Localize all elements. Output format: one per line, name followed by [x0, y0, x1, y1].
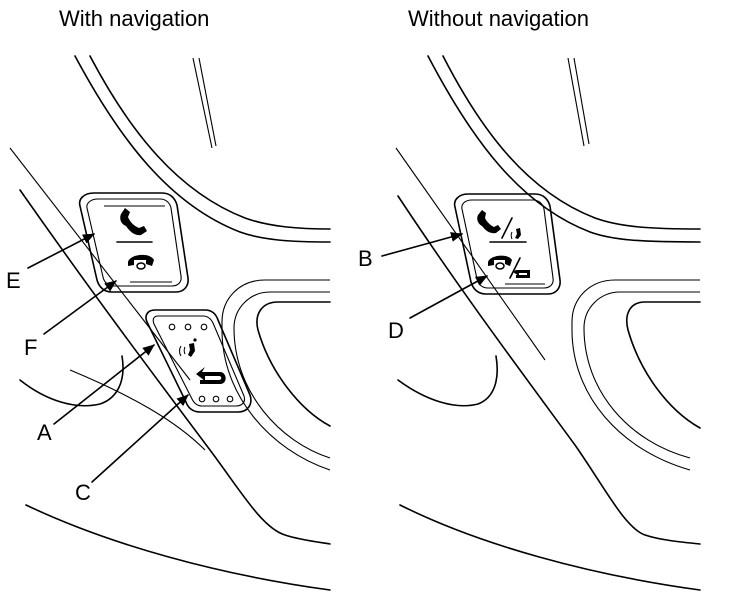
hangup-back-icon [488, 255, 530, 279]
leader-b [381, 232, 463, 257]
back-arrow-icon [196, 367, 226, 384]
callout-d: D [388, 318, 404, 343]
leader-c [91, 394, 189, 483]
callout-a: A [37, 420, 52, 445]
callout-c: C [75, 480, 91, 505]
left-talk-switch [145, 309, 252, 413]
left-panel-outline [9, 55, 331, 591]
talk-voice-icon [178, 338, 197, 357]
right-panel-outline [395, 55, 701, 591]
callout-f: F [24, 335, 38, 360]
caption-without-navigation: Without navigation [408, 6, 589, 31]
right-phone-switch [453, 193, 561, 295]
leader-d [409, 275, 488, 319]
caption-with-navigation: With navigation [59, 6, 210, 31]
phone-hangup-icon [128, 254, 154, 270]
leader-e [27, 233, 95, 269]
leader-f [43, 280, 117, 335]
pickup-talk-icon [477, 210, 521, 240]
callout-b: B [358, 246, 373, 271]
phone-pickup-icon [120, 208, 147, 236]
leader-a [53, 344, 155, 425]
left-phone-switch [78, 192, 189, 293]
callout-e: E [6, 268, 21, 293]
